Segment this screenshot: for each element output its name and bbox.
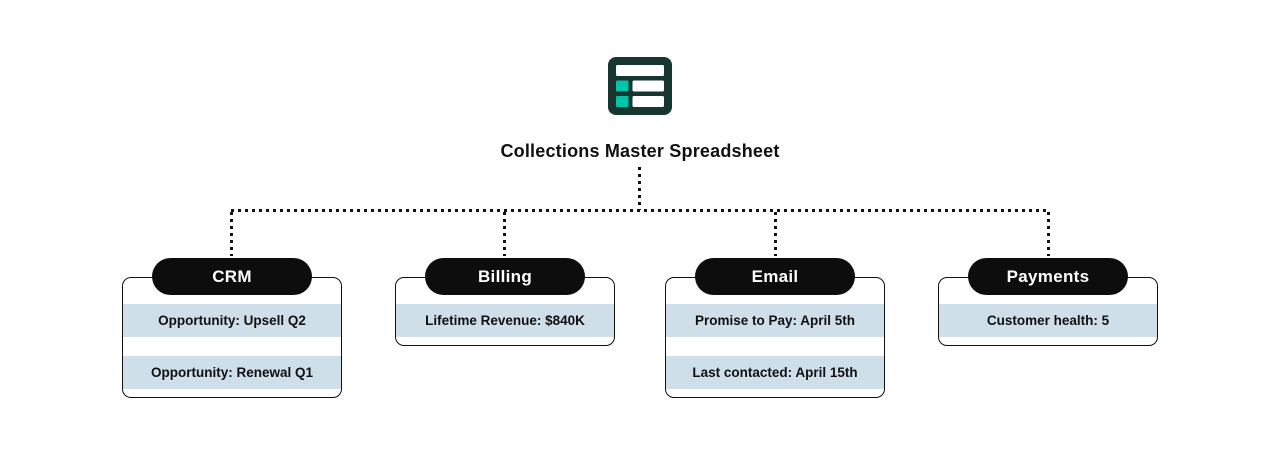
connector-drop-billing <box>503 212 506 256</box>
node-email: Email Promise to Pay: April 5th Last con… <box>665 258 885 398</box>
node-payments-label: Payments <box>1006 266 1090 286</box>
node-billing: Billing Lifetime Revenue: $840K <box>395 258 615 346</box>
node-billing-header: Billing <box>425 258 585 295</box>
data-row: Lifetime Revenue: $840K <box>396 304 614 337</box>
data-row: Promise to Pay: April 5th <box>666 304 884 337</box>
node-email-header: Email <box>695 258 855 295</box>
connector-drop-payments <box>1047 212 1050 256</box>
node-payments: Payments Customer health: 5 <box>938 258 1158 346</box>
data-row: Opportunity: Upsell Q2 <box>123 304 341 337</box>
connector-drop-crm <box>230 212 233 256</box>
spreadsheet-icon <box>608 57 672 115</box>
node-crm: CRM Opportunity: Upsell Q2 Opportunity: … <box>122 258 342 398</box>
connector-horizontal-bus <box>231 209 1050 212</box>
connector-drop-email <box>774 212 777 256</box>
diagram-title: Collections Master Spreadsheet <box>500 141 780 161</box>
node-email-label: Email <box>751 266 799 286</box>
data-row: Customer health: 5 <box>939 304 1157 337</box>
node-crm-label: CRM <box>212 266 252 286</box>
node-crm-header: CRM <box>152 258 312 295</box>
node-billing-label: Billing <box>477 266 533 286</box>
data-row: Last contacted: April 15th <box>666 356 884 389</box>
data-row: Opportunity: Renewal Q1 <box>123 356 341 389</box>
node-payments-header: Payments <box>968 258 1128 295</box>
connector-root-vertical <box>638 167 641 210</box>
